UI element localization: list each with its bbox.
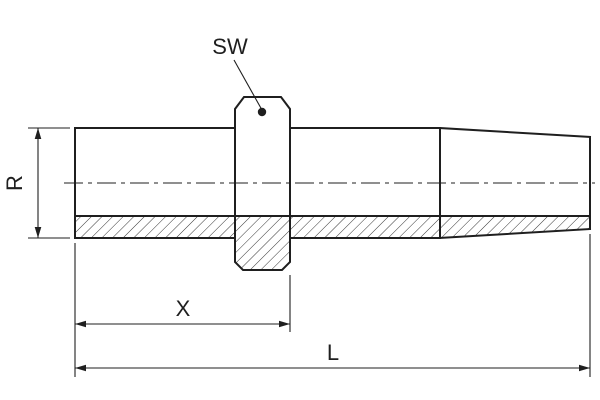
dim-x-arrow-right — [279, 320, 290, 328]
dim-l-arrow-right — [579, 364, 590, 372]
nut-outline — [234, 96, 291, 271]
dim-l — [75, 234, 591, 377]
sw-label: SW — [212, 34, 248, 59]
dim-l-arrow-left — [75, 364, 86, 372]
nut-section-hatch — [235, 238, 290, 270]
sw-leader-line — [233, 59, 263, 111]
top-taper-edge — [438, 126, 592, 139]
body-outline — [74, 126, 592, 240]
sw-leader-dot — [257, 107, 267, 117]
dim-r-label: R — [2, 175, 27, 191]
dim-x-arrow-left — [75, 320, 86, 328]
dim-r-arrow-bottom — [34, 227, 42, 238]
wall-section-hatch — [75, 216, 590, 238]
dim-x-label: X — [176, 296, 191, 321]
dim-x — [74, 243, 291, 377]
bottom-taper-edge — [438, 227, 592, 240]
dim-r — [28, 127, 70, 239]
dim-r-arrow-top — [34, 128, 42, 139]
dim-l-label: L — [327, 340, 339, 365]
sw-callout: SW — [212, 34, 267, 117]
